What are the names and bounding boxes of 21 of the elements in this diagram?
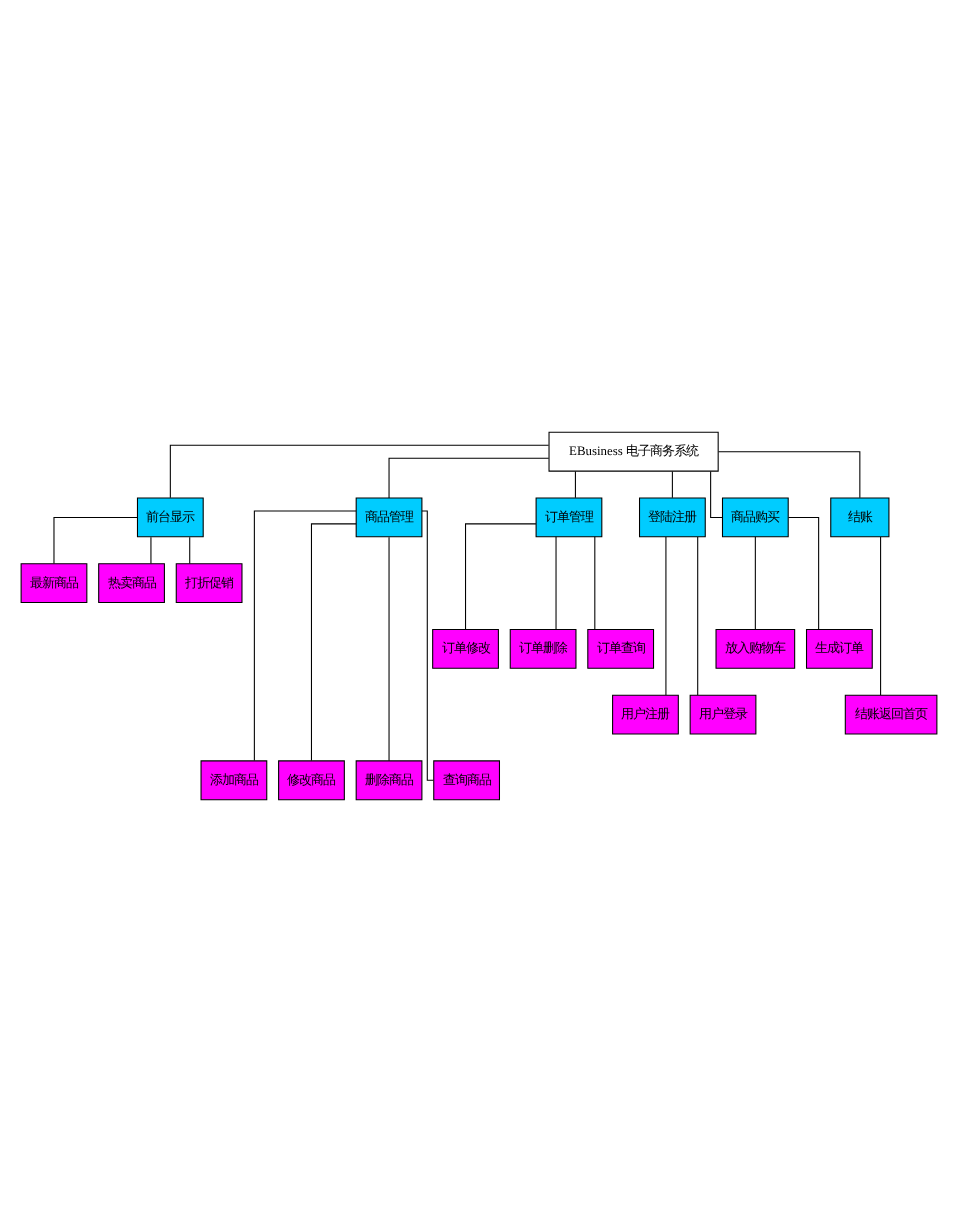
connector	[388, 456, 550, 498]
connector	[169, 443, 550, 498]
connector	[555, 535, 557, 629]
connector	[717, 450, 861, 498]
connector	[671, 469, 673, 498]
connector	[754, 535, 756, 629]
connector	[465, 522, 537, 629]
connector	[189, 535, 191, 563]
connector	[310, 522, 357, 761]
connector	[388, 535, 390, 761]
connector	[53, 515, 138, 563]
connector	[665, 535, 667, 695]
connector	[150, 535, 152, 563]
connector	[697, 535, 699, 695]
connector	[710, 469, 723, 517]
connector	[594, 535, 596, 629]
connector	[574, 469, 576, 498]
connector	[880, 535, 882, 695]
connector	[253, 509, 357, 761]
connector	[787, 515, 820, 629]
connector	[421, 509, 434, 780]
